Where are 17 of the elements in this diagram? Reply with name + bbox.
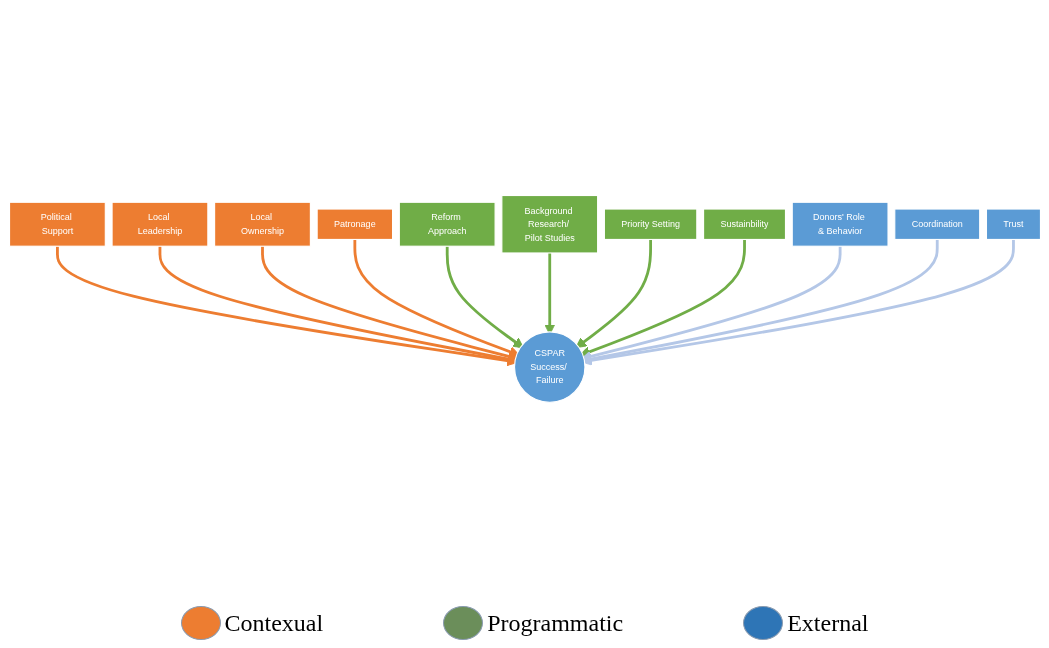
node-box: Sustainbility	[702, 208, 786, 241]
node-circle: CSPAR Success/ Failure	[513, 331, 585, 403]
node-box: Local Ownership	[213, 201, 311, 247]
node-box: Political Support	[8, 201, 106, 247]
node-box: Priority Setting	[603, 208, 697, 241]
node-box: Reform Approach	[398, 201, 496, 247]
node-box: Local Leadership	[111, 201, 208, 247]
node-box: Patronage	[316, 208, 393, 241]
node-box: Background Research/ Pilot Studies	[500, 195, 598, 254]
arrow	[445, 246, 524, 349]
arrow	[580, 239, 1015, 366]
node-box: Donors' Role & Behavior	[791, 201, 889, 247]
legend-label: Contexual	[224, 609, 324, 637]
node-box: Trust	[985, 208, 1041, 241]
legend-label: External	[787, 609, 869, 637]
node-box: Coordination	[893, 208, 980, 241]
legend-label: Programmatic	[487, 609, 624, 637]
